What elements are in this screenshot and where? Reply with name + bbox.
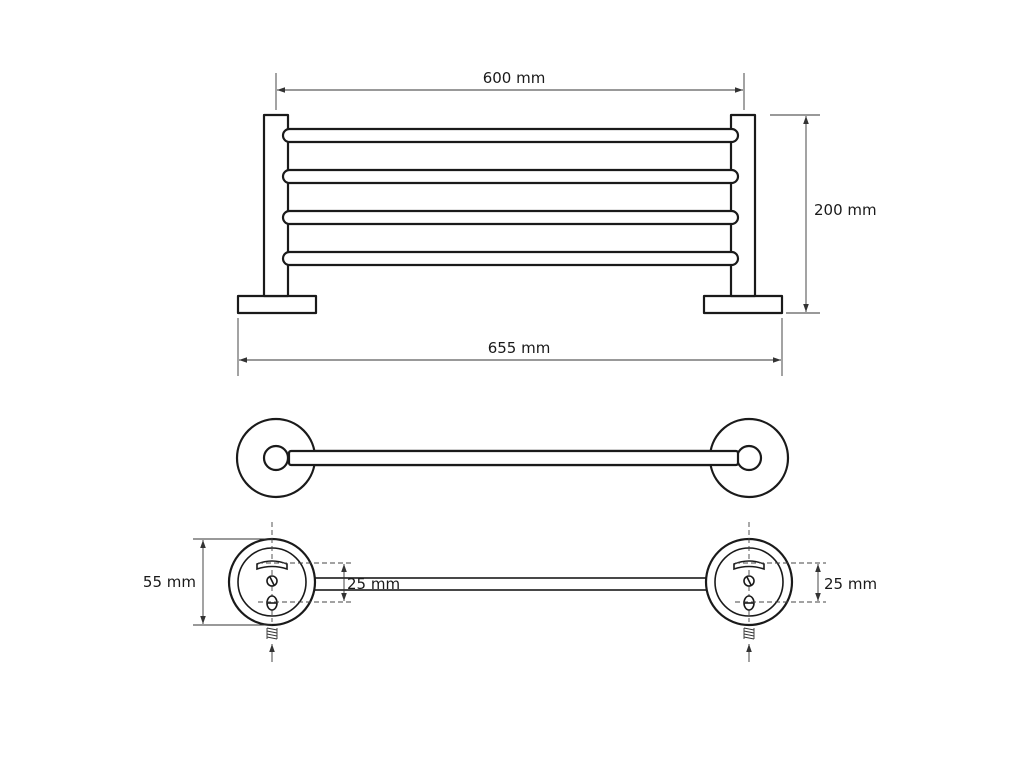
dimension-25-right-label: 25 mm [824, 575, 877, 593]
right-keyhole-slot [733, 560, 765, 571]
rail-2 [281, 168, 740, 185]
dimension-55: 55 mm [143, 538, 272, 626]
dimension-655: 655 mm [237, 318, 783, 376]
top-view-rail-front [287, 449, 740, 467]
rail-4 [281, 250, 740, 267]
right-bracket [704, 522, 794, 662]
front-view: 600 mm 200 mm 655 mm [236, 69, 877, 376]
rail-1 [281, 127, 740, 144]
left-keyhole-slot [256, 560, 288, 571]
dimension-600: 600 mm [275, 69, 745, 110]
right-post [729, 113, 757, 298]
dimension-655-label: 655 mm [488, 339, 551, 357]
dimension-200-label: 200 mm [814, 201, 877, 219]
top-view [235, 417, 790, 499]
right-post-circle [735, 444, 763, 472]
left-base-plate [236, 294, 318, 315]
left-screw-icon [266, 627, 278, 640]
dimension-25-left-label: 25 mm [347, 575, 400, 593]
left-bracket [227, 522, 317, 662]
left-post-circle [262, 444, 290, 472]
dimension-600-label: 600 mm [483, 69, 546, 87]
right-screw-icon [743, 627, 755, 640]
dimension-25-left: 25 mm [258, 562, 400, 603]
left-post [262, 113, 290, 298]
dimension-55-label: 55 mm [143, 573, 196, 591]
dimension-25-right: 25 mm [735, 562, 877, 603]
dimension-200: 200 mm [770, 114, 877, 314]
rail-3 [281, 209, 740, 226]
mounting-view: 55 mm 25 mm 25 mm [143, 522, 877, 662]
right-base-plate [702, 294, 784, 315]
